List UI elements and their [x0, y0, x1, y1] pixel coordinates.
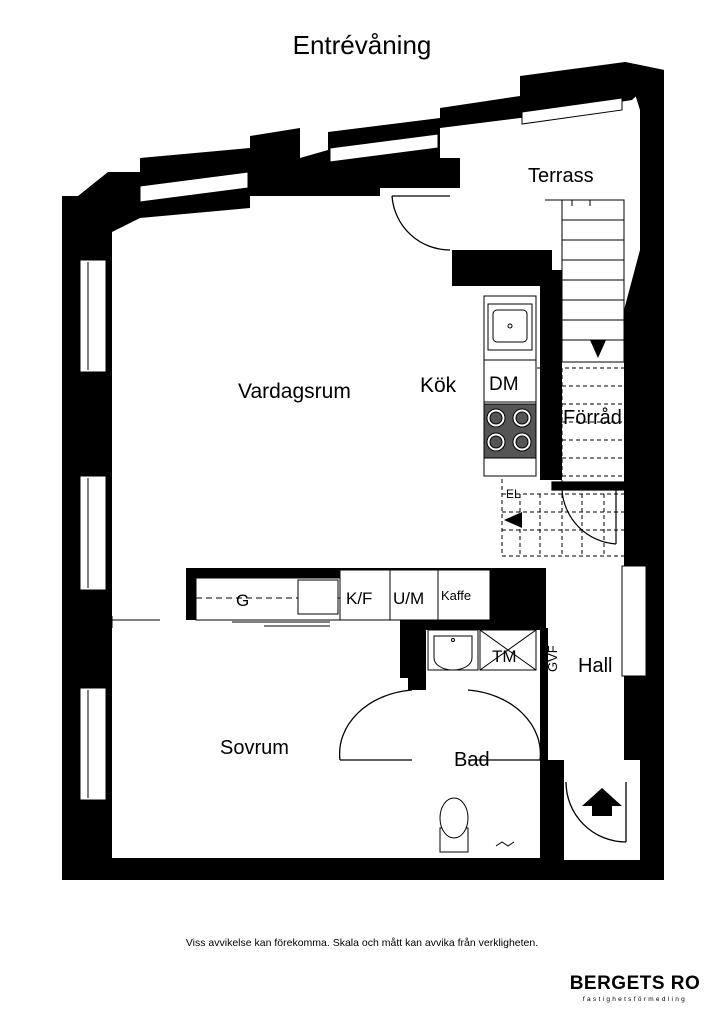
room-label-hall: Hall	[578, 655, 612, 677]
terrace-door	[391, 195, 451, 251]
plan-title: Entrévåning	[292, 30, 432, 60]
fixture-label-g: G	[236, 591, 249, 610]
brand-name: BERGETS RO	[569, 973, 701, 994]
disclaimer-text: Viss avvikelse kan förekomma. Skala och …	[185, 937, 539, 949]
room-label-terrass: Terrass	[528, 165, 594, 187]
staircase	[545, 199, 625, 363]
fixture-label-um: U/M	[393, 589, 424, 608]
room-label-forrad: Förråd	[563, 407, 622, 429]
stairs-down-arrow	[590, 340, 606, 358]
fixture-label-kf: K/F	[346, 589, 372, 608]
room-label-bad: Bad	[454, 749, 490, 771]
brand-logo: BERGETS RO fastighetsförmedling	[555, 973, 715, 1003]
entrance-door	[565, 781, 627, 843]
bathroom-door	[338, 689, 542, 761]
fixture-label-gvf: GVF	[545, 645, 560, 672]
fixture-label-kaffe: Kaffe	[441, 588, 471, 603]
storage-door	[551, 481, 643, 545]
bath-fixtures	[427, 629, 537, 853]
entrance-arrow	[582, 788, 622, 816]
top-windows	[139, 97, 623, 203]
left-windows	[79, 259, 107, 801]
fixture-label-el: EL	[506, 487, 521, 501]
kitchen-counter	[483, 295, 537, 477]
wardrobe-row	[195, 569, 491, 627]
stairs-left-arrow	[504, 512, 522, 528]
room-label-vardagsrum: Vardagsrum	[238, 380, 351, 403]
room-label-sovrum: Sovrum	[220, 737, 289, 759]
fixture-label-dm: DM	[489, 374, 519, 395]
brand-tagline: fastighetsförmedling	[582, 996, 688, 1003]
fixture-label-tm: TM	[492, 647, 517, 666]
room-label-kok: Kök	[420, 374, 457, 397]
sliding-door	[110, 616, 160, 628]
hall-cabinet	[621, 565, 647, 677]
